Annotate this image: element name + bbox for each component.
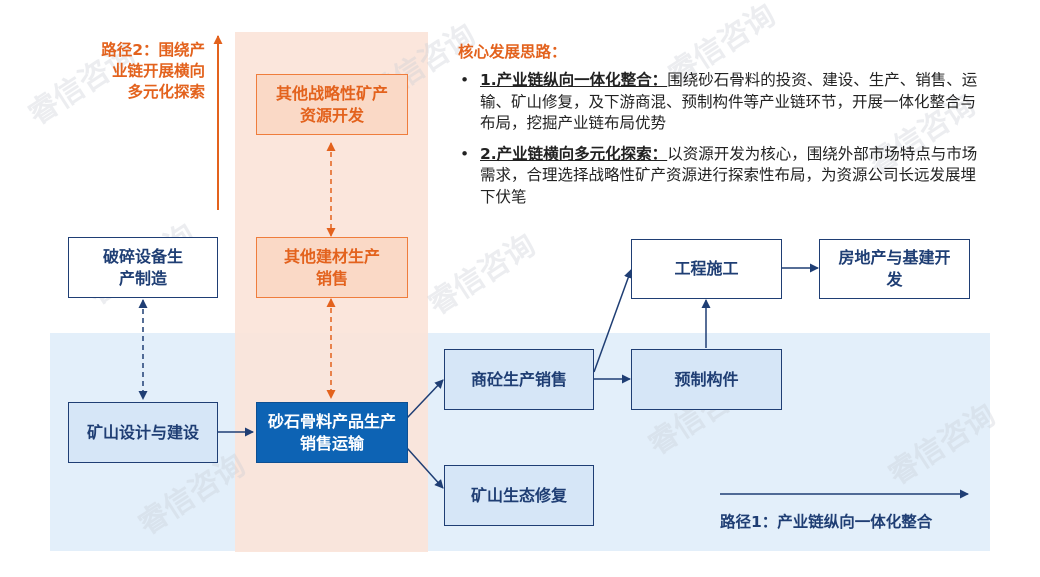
node-label: 矿山生态修复 bbox=[470, 485, 567, 505]
node-label: 其他战略性矿产资源开发 bbox=[275, 83, 388, 125]
core-bullet-title: 1.产业链纵向一体化整合： bbox=[480, 71, 668, 89]
node-label: 预制构件 bbox=[674, 369, 739, 389]
core-bullet-list: • 1.产业链纵向一体化整合：围绕砂石骨料的投资、建设、生产、销售、运输、矿山修复… bbox=[458, 70, 983, 217]
core-bullet-text: 以资源开发为核心，围绕外部市场特点与市场需求，合理选择战略性矿产资源进行探索性布… bbox=[480, 144, 978, 206]
core-title: 核心发展思路： bbox=[458, 43, 567, 61]
node-label: 矿山设计与建设 bbox=[86, 422, 199, 442]
arrow-aggregate-restoration bbox=[406, 447, 444, 489]
node-label: 工程施工 bbox=[674, 259, 739, 278]
bullet-dot: • bbox=[460, 71, 470, 89]
node-label: 商砼生产销售 bbox=[470, 369, 567, 389]
node-label: 其他建材生产销售 bbox=[283, 246, 380, 288]
arrow-concrete-construction bbox=[593, 269, 633, 373]
node-strategic-minerals: 其他战略性矿产资源开发 bbox=[256, 74, 408, 135]
node-other-building-materials: 其他建材生产销售 bbox=[256, 237, 408, 298]
node-realestate: 房地产与基建开发 bbox=[819, 239, 970, 299]
node-label: 破碎设备生产制造 bbox=[102, 246, 183, 288]
core-bullet-title: 2.产业链横向多元化探索： bbox=[480, 144, 668, 163]
bullet-dot: • bbox=[460, 144, 470, 163]
node-construction: 工程施工 bbox=[631, 239, 782, 299]
node-concrete: 商砼生产销售 bbox=[444, 349, 594, 410]
core-bullet-text: 围绕砂石骨料的投资、建设、生产、销售、运输、矿山修复，及下游商混、预制构件等产业… bbox=[480, 71, 978, 132]
node-aggregate-production: 砂石骨料产品生产销售运输 bbox=[256, 402, 408, 463]
path2-label: 路径2：围绕产业链开展横向多元化探索 bbox=[101, 41, 205, 101]
node-mine-design: 矿山设计与建设 bbox=[68, 402, 218, 463]
node-label: 砂石骨料产品生产销售运输 bbox=[267, 411, 396, 453]
node-mine-restoration: 矿山生态修复 bbox=[444, 465, 594, 526]
node-prefab: 预制构件 bbox=[631, 349, 782, 410]
core-bullet-item: • 1.产业链纵向一体化整合：围绕砂石骨料的投资、建设、生产、销售、运输、矿山修复… bbox=[458, 70, 983, 135]
core-bullet-item: • 2.产业链横向多元化探索：以资源开发为核心，围绕外部市场特点与市场需求，合理选… bbox=[458, 144, 983, 209]
arrow-aggregate-concrete bbox=[406, 379, 444, 419]
path1-label: 路径1：产业链纵向一体化整合 bbox=[720, 513, 933, 531]
node-crushing-equipment: 破碎设备生产制造 bbox=[68, 237, 218, 298]
node-label: 房地产与基建开发 bbox=[838, 248, 951, 289]
